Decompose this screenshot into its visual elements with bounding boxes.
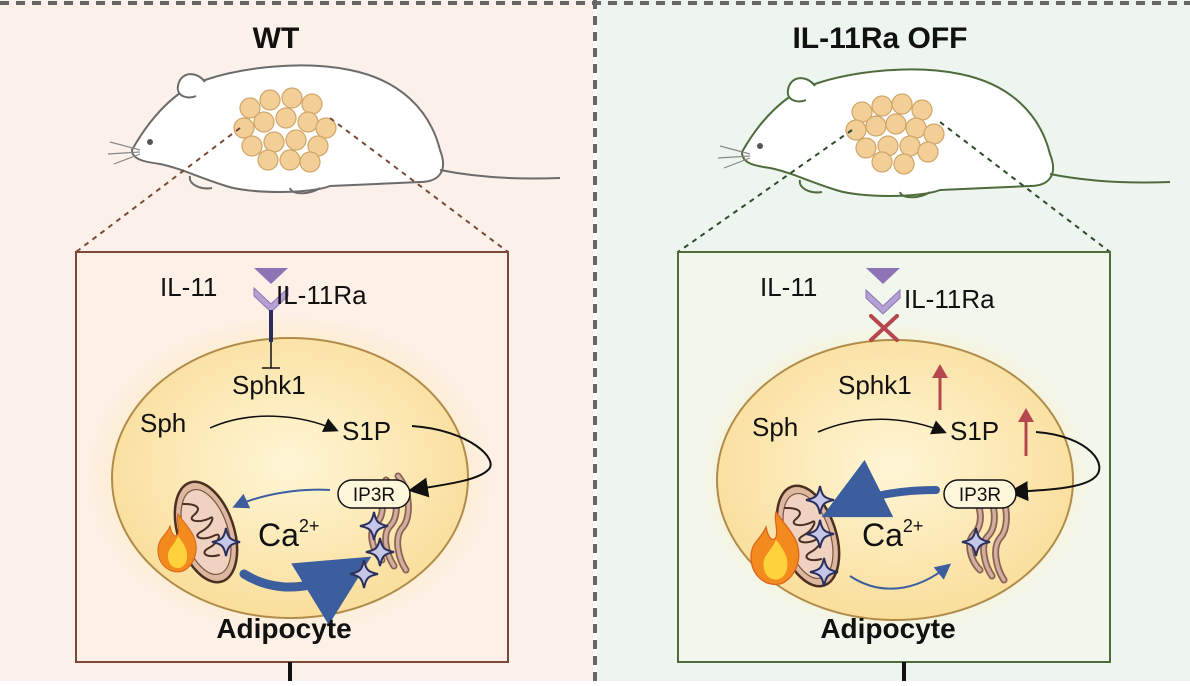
off-ca-label: Ca2+ bbox=[862, 516, 923, 553]
wt-adipocyte-label: Adipocyte bbox=[216, 613, 351, 644]
off-panel: IL-11Ra OFF IL-11 IL-11Ra Sphk1 bbox=[677, 22, 1171, 681]
wt-ca-release-arrow bbox=[232, 488, 331, 509]
off-sphk1-label: Sphk1 bbox=[838, 370, 912, 400]
wt-sph-to-s1p-arrow bbox=[209, 415, 339, 432]
off-il11ra-label: IL-11Ra bbox=[904, 284, 995, 314]
wt-il11ra-label: IL-11Ra bbox=[276, 280, 367, 310]
off-sphk1-up-arrow-icon bbox=[932, 364, 948, 410]
off-title: IL-11Ra OFF bbox=[792, 22, 967, 55]
wt-il11-ligand bbox=[254, 268, 288, 284]
wt-sph-label: Sph bbox=[140, 408, 186, 438]
wt-ip3r-label: IP3R bbox=[353, 485, 395, 506]
off-s1p-to-ip3r-arrow bbox=[1008, 431, 1101, 502]
wt-s1p-to-ip3r-arrow bbox=[408, 425, 492, 498]
off-receptor-knockout-x-icon bbox=[869, 314, 899, 342]
off-s1p-up-arrow-icon bbox=[1018, 408, 1034, 456]
wt-il11-label: IL-11 bbox=[160, 272, 217, 302]
off-s1p-label: S1P bbox=[950, 416, 999, 446]
wt-il11ra-receptor bbox=[253, 286, 289, 313]
off-ca-release-arrow bbox=[821, 459, 940, 518]
off-il11-label: IL-11 bbox=[760, 272, 817, 302]
wt-sphk1-label: Sphk1 bbox=[232, 370, 306, 400]
wt-mouse bbox=[107, 64, 561, 195]
off-ip3r-channel bbox=[943, 479, 1017, 509]
wt-zoom-line-left bbox=[75, 127, 241, 253]
off-il11-ligand bbox=[866, 268, 900, 284]
wt-ca-label: Ca2+ bbox=[258, 516, 319, 553]
wt-panel: WT IL-11 IL-11Ra Sphk1 Sph bbox=[75, 22, 561, 681]
wt-zoom-line-right bbox=[329, 117, 509, 253]
off-adipocyte-label: Adipocyte bbox=[820, 613, 955, 644]
off-sph-label: Sph bbox=[752, 412, 798, 442]
wt-title: WT bbox=[253, 22, 300, 55]
off-il11ra-receptor bbox=[865, 288, 901, 315]
off-sph-to-s1p-arrow bbox=[817, 418, 947, 435]
wt-ca-uptake-arrow bbox=[239, 556, 372, 625]
wt-s1p-label: S1P bbox=[342, 416, 391, 446]
wt-ip3r-channel bbox=[337, 479, 411, 509]
off-ca-uptake-arrow bbox=[849, 563, 952, 590]
off-ip3r-label: IP3R bbox=[959, 485, 1001, 506]
